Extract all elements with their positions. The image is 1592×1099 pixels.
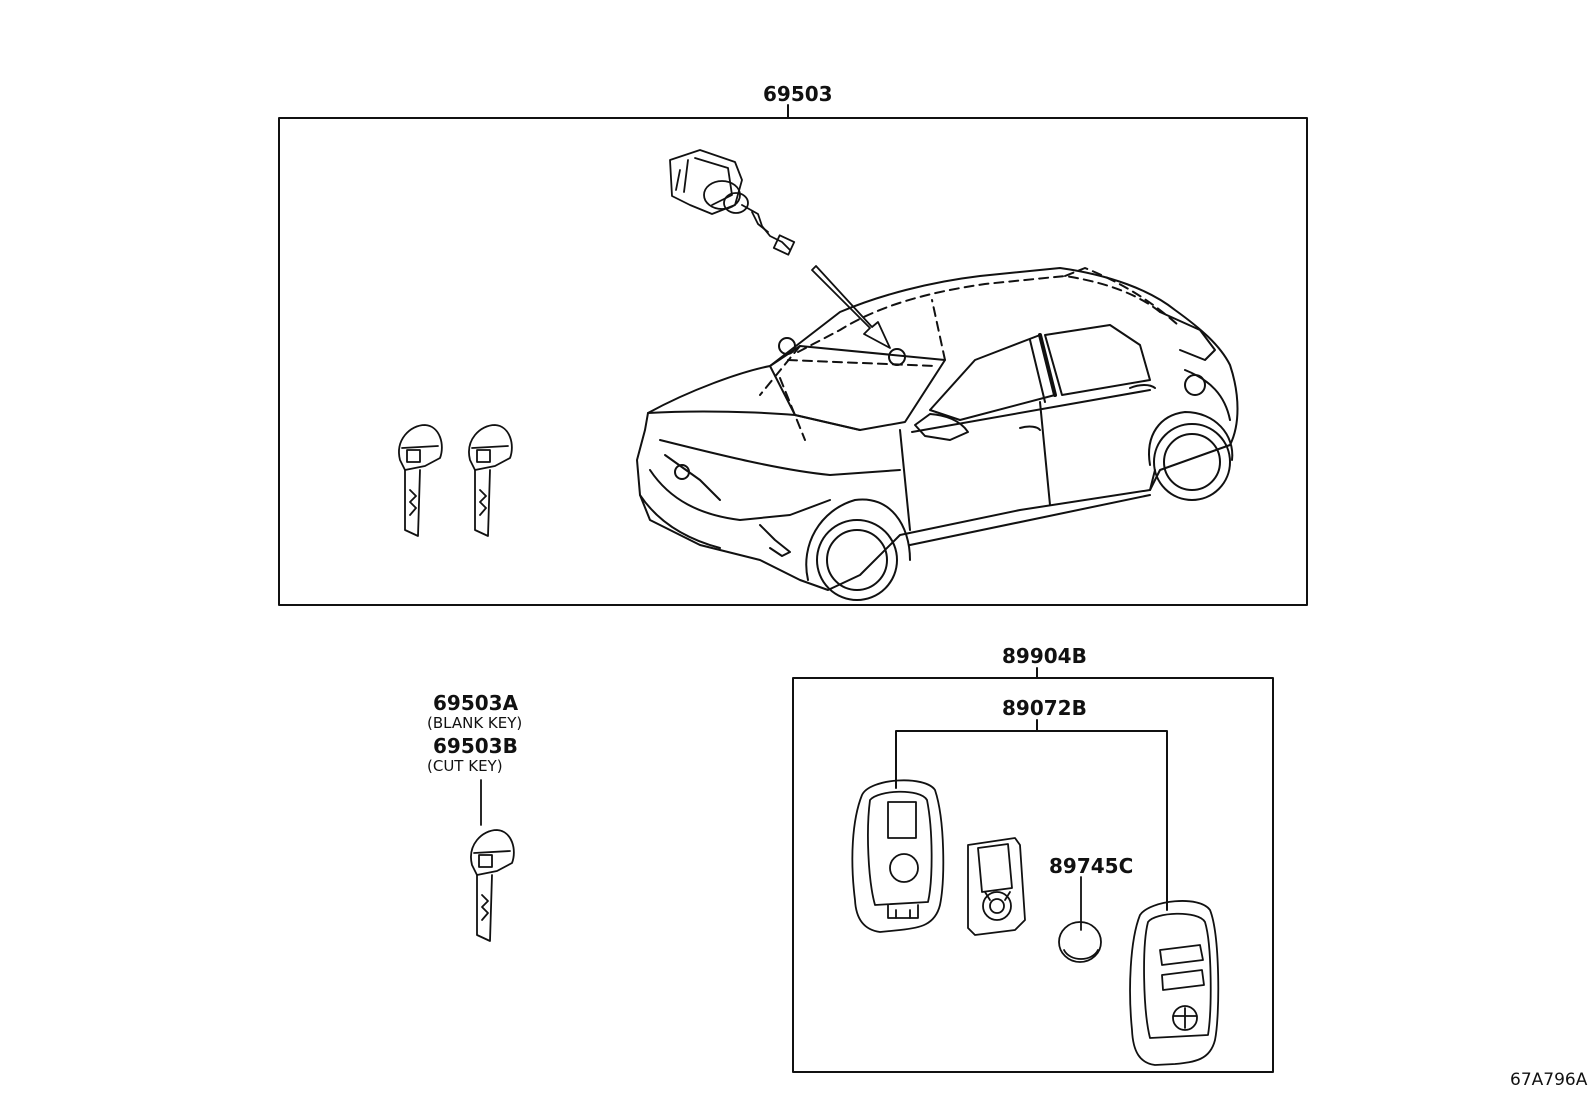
smart-key-fob-icon [1129, 900, 1220, 1066]
assembly-frame [278, 117, 1308, 606]
part-number-69503: 69503 [763, 82, 833, 106]
mechanical-key-icon [468, 424, 513, 537]
part-number-89904B: 89904B [1002, 644, 1087, 668]
part-number-69503A: 69503A [433, 691, 519, 715]
smart-key-fob-icon [851, 779, 945, 933]
diagram-reference-code: 67A796A [1510, 1070, 1588, 1090]
circuit-board-icon [967, 837, 1026, 936]
part-number-89072B: 89072B [1002, 696, 1087, 720]
bracket-89072B [895, 730, 1168, 911]
ignition-lock-cylinder-icon [669, 149, 796, 256]
mechanical-key-icon [470, 779, 515, 942]
install-arrow [811, 265, 891, 349]
part-number-89745C: 89745C [1049, 854, 1134, 878]
transmitter-89904B-group [792, 667, 1274, 1073]
cut-key-note: (CUT KEY) [427, 757, 503, 775]
mechanical-key-icon [398, 424, 443, 537]
transmitter-frame [792, 677, 1274, 1073]
part-number-69503B: 69503B [433, 734, 518, 758]
coin-battery-icon [1058, 876, 1102, 963]
hatchback-car-icon [636, 267, 1239, 601]
blank-key-note: (BLANK KEY) [427, 714, 523, 732]
assembly-69503-group [278, 104, 1308, 606]
